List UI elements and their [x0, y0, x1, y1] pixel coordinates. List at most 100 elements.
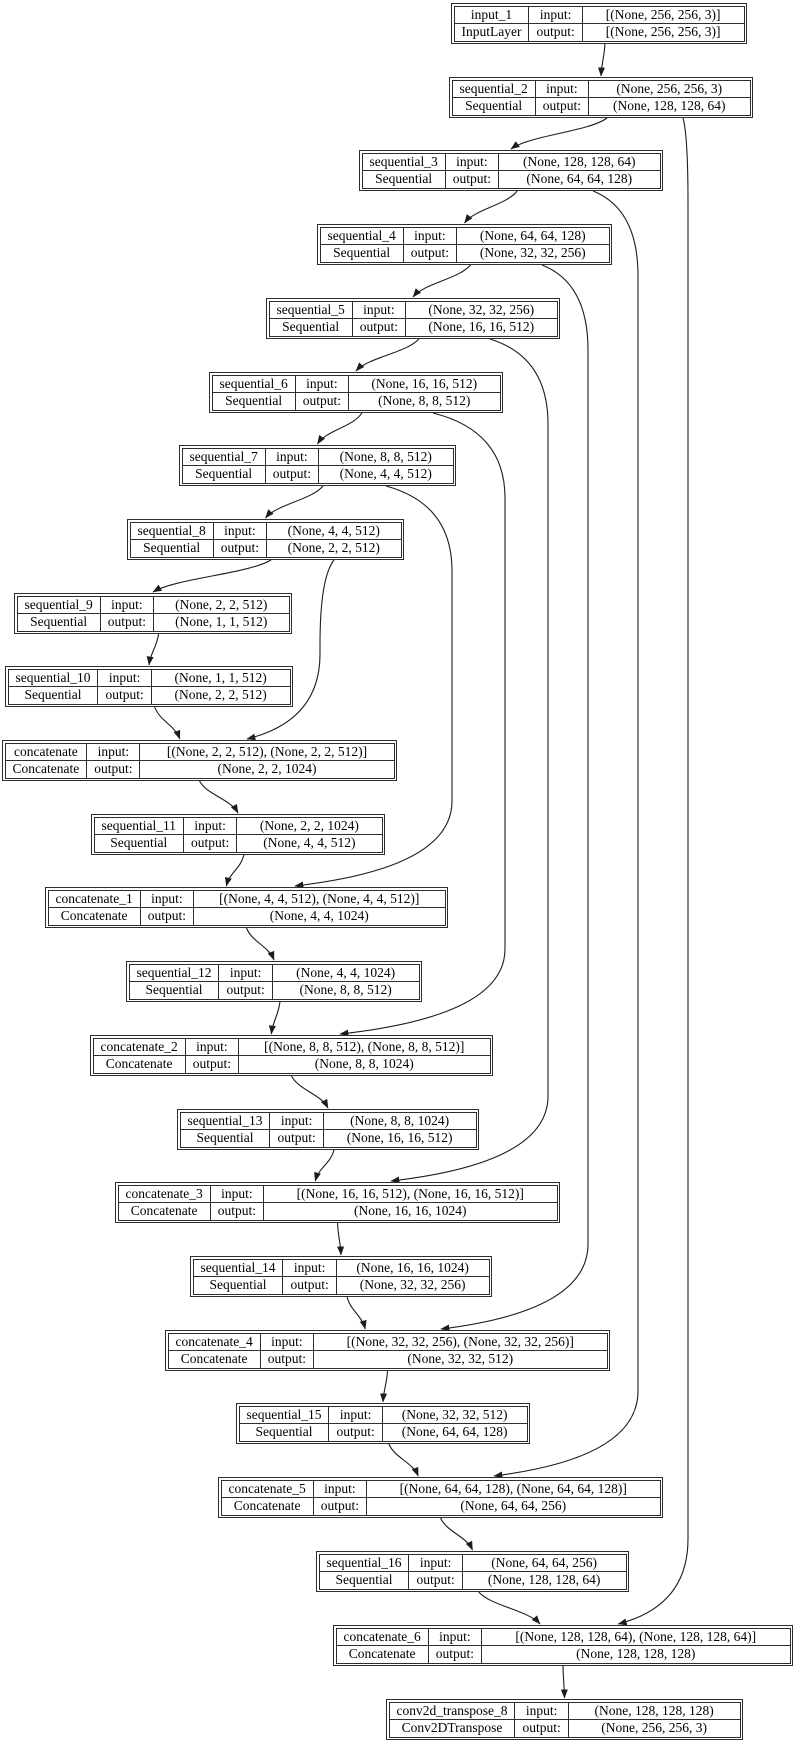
input-label: input:: [97, 669, 151, 687]
layer-name: sequential_9: [17, 597, 100, 614]
edge-sequential_4-to-concatenate_4: [440, 264, 589, 1332]
edge-concatenate_4-to-sequential_15: [380, 1370, 389, 1403]
layer-class: Concatenate: [12, 761, 80, 776]
output-shape: (None, 128, 128, 64): [588, 97, 750, 115]
layer-class: Concatenate: [60, 908, 128, 923]
output-label: output:: [97, 686, 150, 704]
layer-class: Concatenate: [105, 1056, 173, 1071]
input-label: input:: [444, 153, 498, 171]
input-shape: [(None, 32, 32, 256), (None, 32, 32, 256…: [312, 1333, 607, 1351]
output-shape: (None, 4, 4, 512): [236, 834, 381, 852]
output-label: output:: [444, 170, 498, 188]
output-label: output:: [328, 1423, 381, 1441]
output-shape: (None, 8, 8, 512): [271, 981, 419, 999]
edge-sequential_10-to-concatenate: [154, 706, 181, 740]
input-shape: (None, 2, 2, 1024): [236, 817, 382, 835]
edge-concatenate_2-to-sequential_13: [291, 1075, 329, 1109]
input-label: input:: [182, 817, 237, 835]
layer-name: sequential_14: [193, 1260, 283, 1277]
output-shape: (None, 64, 64, 128): [498, 170, 660, 188]
output-label: output:: [209, 1202, 263, 1220]
output-shape: (None, 16, 16, 1024): [262, 1202, 557, 1220]
layer-name: concatenate_1: [48, 891, 140, 908]
layer-class: Sequential: [333, 245, 391, 260]
output-shape: (None, 128, 128, 128): [480, 1645, 790, 1663]
input-shape: [(None, 4, 4, 512), (None, 4, 4, 512)]: [192, 890, 445, 908]
output-label: output:: [86, 760, 139, 778]
layer-name: sequential_15: [239, 1407, 329, 1424]
input-label: input:: [408, 1554, 462, 1572]
edge-sequential_3-to-concatenate_5: [493, 190, 639, 1479]
output-shape: (None, 32, 32, 256): [456, 244, 609, 262]
layer-class: Sequential: [209, 1277, 267, 1292]
edge-sequential_15-to-concatenate_5: [388, 1443, 419, 1477]
output-shape: (None, 256, 256, 3): [567, 1719, 740, 1737]
input-label: input:: [264, 448, 318, 466]
output-shape: (None, 64, 64, 256): [365, 1497, 660, 1515]
layer-name: concatenate: [5, 744, 87, 761]
edge-sequential_2-to-concatenate_6: [617, 117, 689, 1626]
output-label: output:: [351, 318, 405, 336]
input-shape: [(None, 8, 8, 512), (None, 8, 8, 512)]: [237, 1038, 490, 1056]
layer-name: sequential_7: [182, 449, 265, 466]
output-shape: (None, 2, 2, 1024): [139, 760, 393, 778]
output-label: output:: [282, 1276, 335, 1294]
edge-sequential_5-to-sequential_6: [355, 338, 420, 372]
output-label: output:: [528, 23, 581, 41]
edge-sequential_8-to-sequential_9: [152, 559, 272, 593]
layer-class: Sequential: [196, 1130, 254, 1145]
input-shape: (None, 16, 16, 512): [348, 375, 500, 393]
edge-sequential_6-to-sequential_7: [317, 412, 363, 445]
layer-name: sequential_2: [452, 81, 535, 98]
input-shape: (None, 32, 32, 256): [405, 301, 557, 319]
output-label: output:: [259, 1350, 313, 1368]
input-shape: (None, 8, 8, 1024): [322, 1112, 476, 1130]
layer-name: input_1: [454, 7, 529, 24]
input-label: input:: [282, 1259, 336, 1277]
output-shape: (None, 4, 4, 1024): [192, 907, 445, 925]
layer-name: concatenate_4: [168, 1334, 260, 1351]
output-shape: (None, 4, 4, 512): [318, 465, 453, 483]
output-label: output:: [218, 981, 271, 999]
input-shape: (None, 128, 128, 64): [498, 153, 660, 171]
layer-name: conv2d_transpose_8: [389, 1703, 515, 1720]
layer-class: Sequential: [145, 982, 203, 997]
input-label: input:: [351, 301, 405, 319]
layer-name: concatenate_3: [118, 1186, 210, 1203]
layer-name: sequential_6: [212, 376, 295, 393]
edge-concatenate_5-to-sequential_16: [440, 1517, 473, 1551]
input-shape: [(None, 64, 64, 128), (None, 64, 64, 128…: [365, 1480, 660, 1498]
edge-sequential_12-to-concatenate_2: [268, 1001, 281, 1035]
layer-class: Sequential: [465, 98, 523, 113]
output-label: output:: [99, 613, 153, 631]
output-label: output:: [184, 1055, 238, 1073]
edge-sequential_7-to-sequential_8: [265, 485, 324, 519]
input-label: input:: [86, 743, 140, 761]
layer-name: sequential_13: [180, 1113, 270, 1130]
input-label: input:: [328, 1406, 382, 1424]
layer-class: Concatenate: [130, 1203, 198, 1218]
input-label: input:: [294, 375, 348, 393]
